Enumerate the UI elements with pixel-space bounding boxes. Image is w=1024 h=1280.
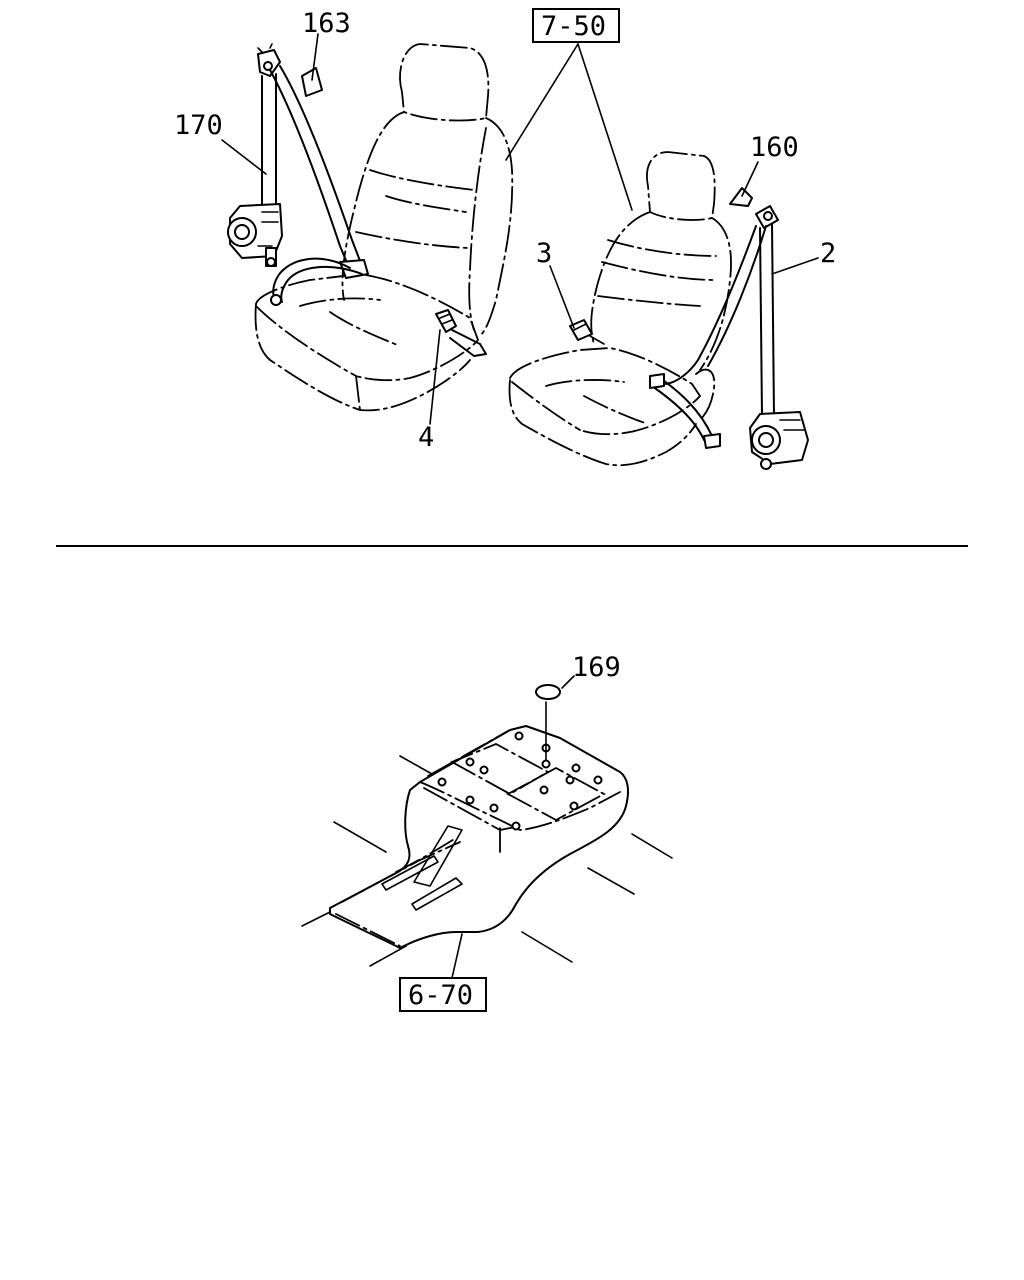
part-163-cover: [301, 67, 323, 97]
bolt-holes: [437, 731, 603, 831]
callout-6-70: 6-70: [408, 980, 473, 1011]
callout-box-6-70: [399, 977, 487, 1012]
callout-160: 160: [750, 132, 799, 163]
leader-169: [561, 675, 575, 689]
callout-box-7-50: [532, 8, 620, 43]
callout-7-50: 7-50: [541, 11, 606, 42]
left-seatbelt-assembly: [227, 43, 369, 306]
right-seat: [508, 151, 732, 467]
callout-2: 2: [820, 238, 836, 269]
right-seatbelt-assembly: [649, 187, 809, 470]
anchor-bolt-icon: [263, 61, 273, 71]
right-buckle-3: [569, 319, 605, 345]
part-169-plug: [535, 684, 561, 700]
left-buckle-4: [435, 309, 487, 357]
callout-170: 170: [174, 110, 223, 141]
callout-163: 163: [302, 8, 351, 39]
floor-panel: [301, 725, 673, 967]
part-160-cover: [729, 187, 753, 207]
leader-lines-top: [221, 33, 819, 425]
callout-169: 169: [572, 652, 621, 683]
hole-169-target: [541, 759, 551, 769]
leader-6-70: [451, 933, 463, 979]
callout-4: 4: [418, 422, 434, 453]
callout-3: 3: [536, 238, 552, 269]
left-seat: [254, 43, 514, 412]
